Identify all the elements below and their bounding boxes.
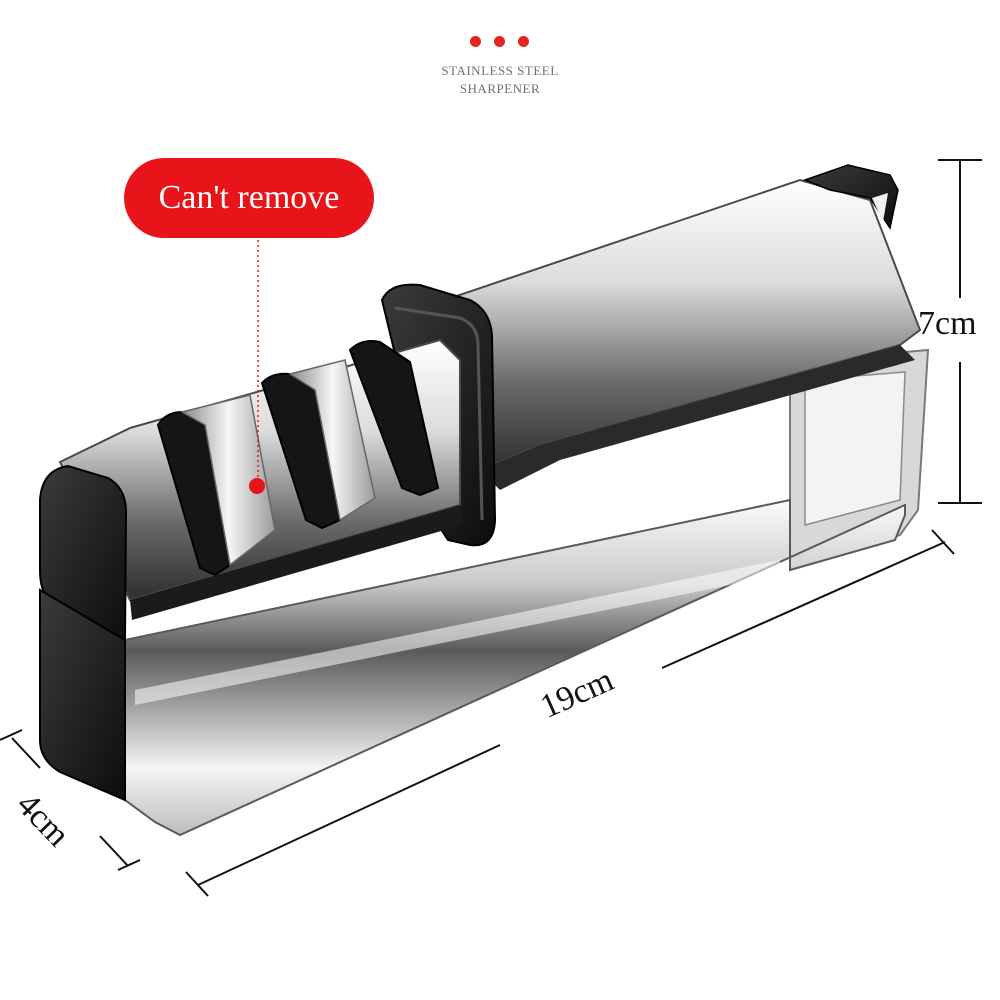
height-label: 7cm [918, 305, 977, 342]
header-dots [470, 36, 532, 50]
block-base-groove [130, 505, 462, 620]
steel-rib-1 [179, 394, 276, 567]
steel-side-highlight [135, 560, 780, 705]
handle-clip [802, 164, 899, 230]
slot-medium [260, 372, 342, 530]
handle-clip-slot [872, 193, 888, 222]
left-end-cap [39, 464, 128, 642]
cant-remove-badge: Can't remove [124, 158, 374, 238]
handle-underside [480, 345, 915, 490]
red-dot-icon [518, 36, 529, 47]
header-title-line2: SHARPENER [459, 81, 541, 96]
header-title-line1: STAINLESS STEEL [441, 63, 559, 78]
red-dot-icon [494, 36, 505, 47]
guard-collar-edge [394, 306, 484, 521]
length-dimension [185, 529, 955, 897]
slot-coarse [156, 410, 232, 577]
left-base-foot [39, 588, 126, 802]
right-end-window [804, 371, 906, 526]
steel-rib-2 [288, 359, 376, 522]
slot-fine [348, 340, 440, 497]
callout-dot-icon [249, 478, 265, 494]
red-dot-icon [470, 36, 481, 47]
depth-dimension [0, 729, 141, 871]
height-dimension [938, 159, 982, 504]
